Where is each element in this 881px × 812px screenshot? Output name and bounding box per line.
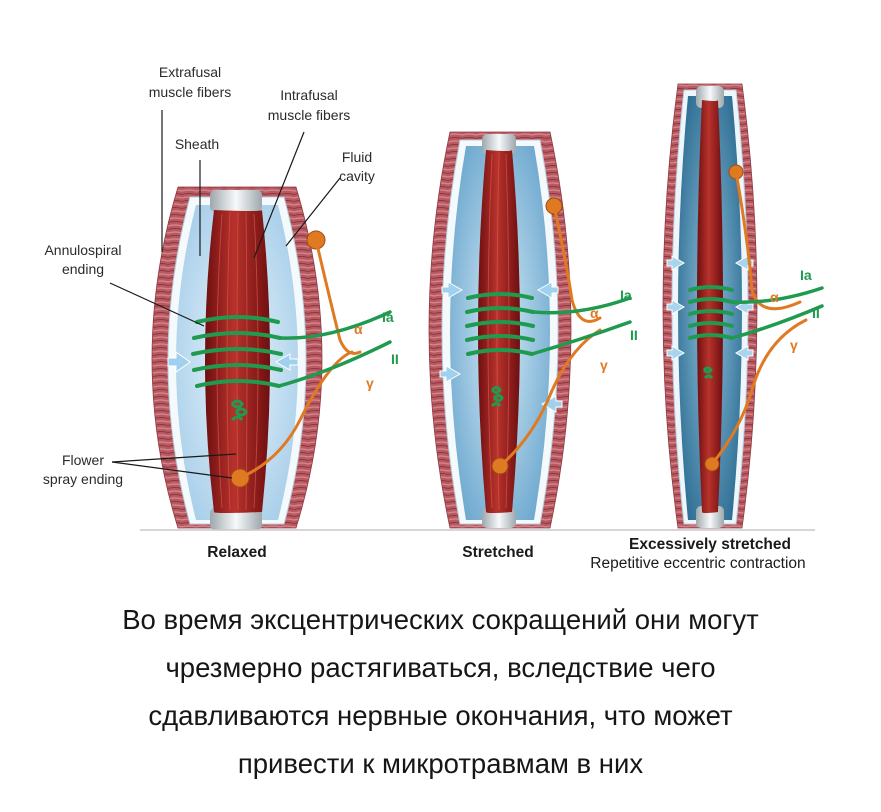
caption: Во время эксцентрических сокращений они … xyxy=(20,596,861,788)
label-fluid-line1: Fluid xyxy=(342,149,372,165)
nerve-alpha-relaxed: α xyxy=(354,321,363,337)
nerve-ii-stretched: II xyxy=(630,327,638,343)
state-relaxed: Relaxed xyxy=(207,544,266,561)
nerve-ia-stretched: Ia xyxy=(620,287,632,303)
nerve-ii-relaxed: II xyxy=(391,351,399,367)
nerve-gamma-stretched: γ xyxy=(600,357,608,373)
nerve-gamma-relaxed: γ xyxy=(366,375,374,391)
caption-line-4: привести к микротравмам в них xyxy=(237,748,644,779)
nerve-gamma-excessive: γ xyxy=(790,337,798,353)
nerve-alpha-stretched: α xyxy=(590,305,599,321)
caption-line-3: сдавливаются нервные окончания, что може… xyxy=(148,700,733,731)
caption-line-1: Во время эксцентрических сокращений они … xyxy=(122,604,759,635)
nerve-alpha-excessive: α xyxy=(770,289,779,305)
stretched-spindle xyxy=(428,131,632,529)
state-excessive: Excessively stretched xyxy=(629,536,791,553)
label-fluid-line2: cavity xyxy=(339,168,375,184)
excessive-spindle xyxy=(662,83,824,529)
nerve-ia-relaxed: Ia xyxy=(382,309,394,325)
label-sheath: Sheath xyxy=(175,136,219,152)
state-stretched: Stretched xyxy=(462,544,534,561)
state-excessive-subtitle: Repetitive eccentric contraction xyxy=(590,555,805,572)
muscle-spindle-diagram: Extrafusal muscle fibers Intrafusal musc… xyxy=(43,64,824,572)
caption-line-2: чрезмерно растягиваться, вследствие чего xyxy=(165,652,716,683)
label-extrafusal-line1: Extrafusal xyxy=(159,64,221,80)
nerve-ii-excessive: II xyxy=(812,305,820,321)
relaxed-spindle xyxy=(151,186,392,530)
label-flower-line1: Flower xyxy=(62,452,104,468)
nerve-ia-excessive: Ia xyxy=(800,267,812,283)
label-intrafusal-line1: Intrafusal xyxy=(280,87,338,103)
leader-lines xyxy=(109,110,341,479)
label-annulospiral-line1: Annulospiral xyxy=(44,242,121,258)
label-annulospiral-line2: ending xyxy=(62,261,104,277)
label-extrafusal-line2: muscle fibers xyxy=(149,84,231,100)
label-flower-line2: spray ending xyxy=(43,471,123,487)
label-intrafusal-line2: muscle fibers xyxy=(268,107,350,123)
